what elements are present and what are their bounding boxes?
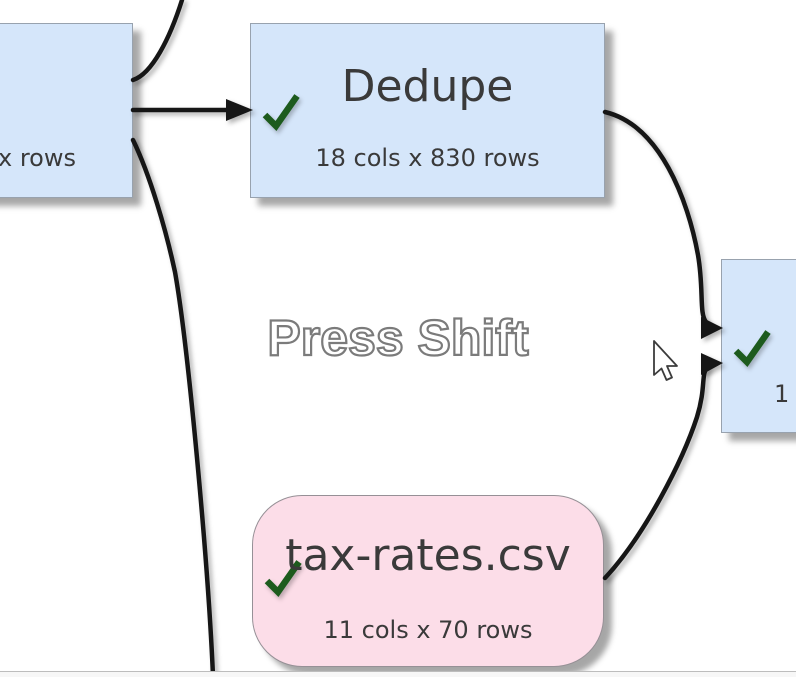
- node-subtitle: 1: [774, 380, 790, 408]
- link-tax-to-right[interactable]: [602, 353, 723, 581]
- checkmark-icon: [264, 558, 302, 598]
- node-subtitle: 18 cols x 830 rows: [315, 144, 540, 172]
- checkmark-icon: [262, 92, 300, 132]
- link-left-to-dedupe[interactable]: [130, 99, 253, 121]
- node-tax-rates-csv[interactable]: tax-rates.csv 11 cols x 70 rows: [252, 495, 604, 667]
- checkmark-icon: [733, 328, 771, 368]
- node-title: tax-rates.csv: [285, 530, 571, 581]
- link-left-to-bottom[interactable]: [130, 137, 216, 676]
- node-title: Dedupe: [341, 61, 514, 112]
- node-right-partial[interactable]: 1: [721, 259, 796, 433]
- press-shift-watermark: Press Shift: [266, 309, 529, 367]
- node-subtitle: x rows: [0, 144, 76, 172]
- node-subtitle: 11 cols x 70 rows: [323, 616, 533, 644]
- pane-divider: [0, 671, 796, 677]
- link-left-to-top[interactable]: [130, 0, 185, 83]
- node-left-partial[interactable]: x rows: [0, 23, 133, 198]
- link-dedupe-to-right[interactable]: [602, 109, 723, 339]
